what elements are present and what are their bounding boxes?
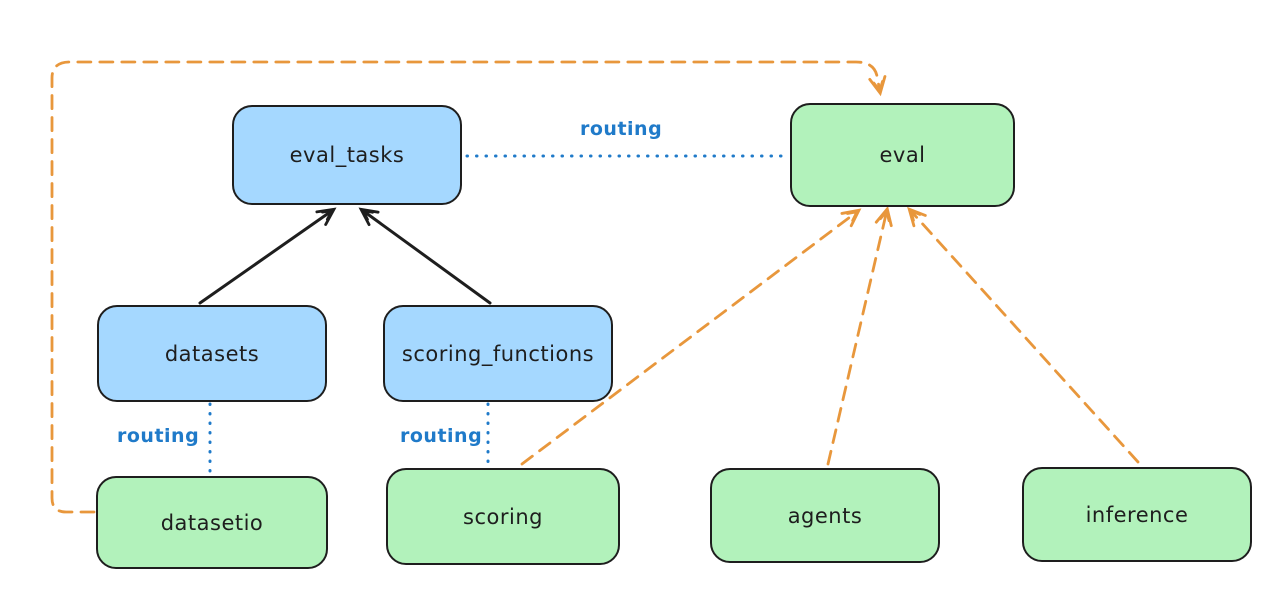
edge-scoring_functions-to-eval_tasks [358, 207, 492, 305]
edge-datasetio-to-eval [50, 60, 887, 514]
edge-inference-to-eval [907, 206, 1140, 464]
node-datasetio: datasetio [96, 476, 328, 569]
routing-label-datasets-datasetio: routing [117, 425, 200, 447]
node-scoring-functions-label: scoring_functions [401, 341, 595, 366]
node-agents-label: agents [787, 503, 863, 528]
node-scoring: scoring [386, 468, 620, 565]
node-agents: agents [710, 468, 940, 563]
node-eval: eval [790, 103, 1015, 207]
edge-datasets-to-eval_tasks [198, 207, 337, 305]
node-datasets: datasets [97, 305, 327, 402]
node-scoring-functions: scoring_functions [383, 305, 613, 402]
routing-label-eval-tasks-eval: routing [580, 118, 663, 140]
node-inference: inference [1022, 467, 1252, 562]
node-datasets-label: datasets [164, 341, 260, 366]
node-scoring-label: scoring [463, 504, 543, 529]
node-datasetio-label: datasetio [160, 510, 264, 535]
node-eval-label: eval [879, 143, 926, 167]
node-inference-label: inference [1085, 502, 1189, 527]
node-eval-tasks-label: eval_tasks [289, 143, 405, 167]
routing-label-scoring-functions-scoring: routing [400, 425, 483, 447]
edge-scoring-to-eval [520, 208, 862, 466]
edge-agents-to-eval [826, 205, 893, 466]
node-eval-tasks: eval_tasks [232, 105, 462, 205]
